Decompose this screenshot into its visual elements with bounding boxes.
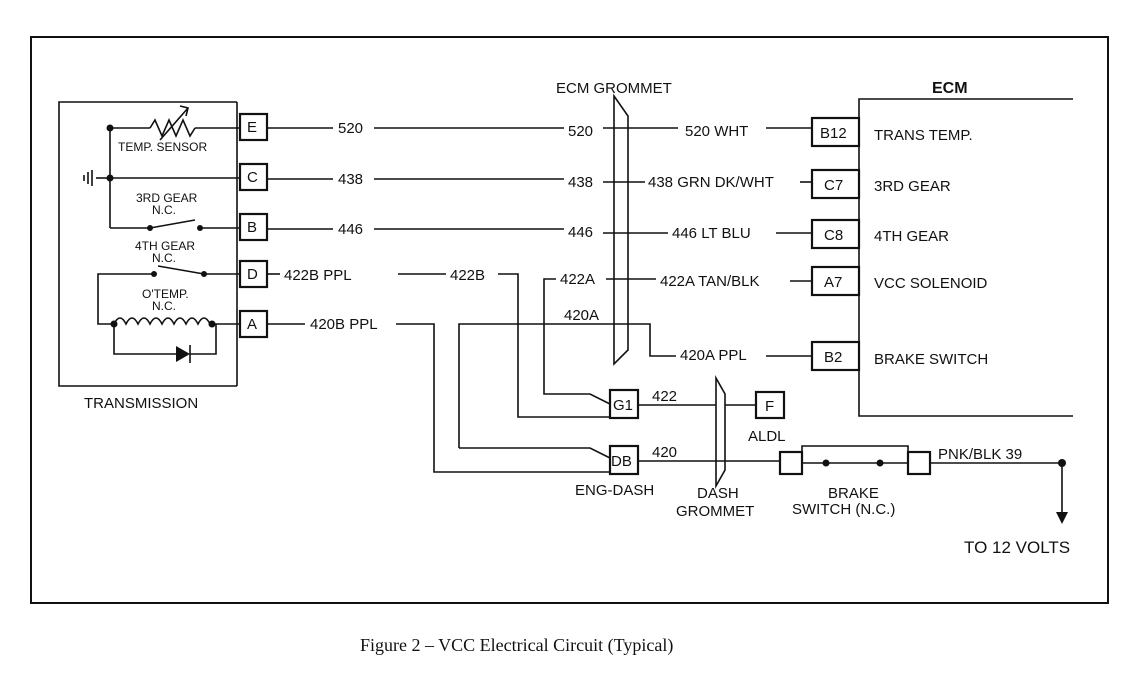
vcc-solenoid-coil bbox=[113, 317, 211, 326]
ecm-grommet-label: ECM GROMMET bbox=[556, 80, 672, 97]
transmission-label: TRANSMISSION bbox=[84, 395, 198, 412]
trans-pin-c bbox=[238, 162, 269, 192]
temp-sensor-resistor bbox=[149, 118, 196, 138]
ecm-pin-b12-label: B12 bbox=[820, 125, 847, 142]
wire-label-446-a: 446 bbox=[338, 221, 363, 238]
diagram-frame bbox=[30, 36, 1109, 604]
ecm-grommet bbox=[613, 93, 629, 366]
trans-pin-c-label: C bbox=[247, 169, 258, 186]
trans-pin-b-label: B bbox=[247, 219, 257, 236]
wire-label-422b: 422B bbox=[450, 267, 485, 284]
main-wiring bbox=[267, 127, 812, 473]
wire-label-438-a: 438 bbox=[338, 171, 363, 188]
figure-caption: Figure 2 – VCC Electrical Circuit (Typic… bbox=[360, 635, 673, 656]
ecm-pin-a7-label: A7 bbox=[824, 274, 842, 291]
trans-pin-b bbox=[238, 212, 269, 242]
trans-pin-e bbox=[238, 112, 269, 142]
wire-label-438-grn: 438 GRN DK/WHT bbox=[648, 174, 774, 191]
wire-label-422: 422 bbox=[652, 388, 677, 405]
aldl-label: ALDL bbox=[748, 428, 786, 445]
arrow-down-icon bbox=[1056, 512, 1068, 524]
wire-label-446-b: 446 bbox=[568, 224, 593, 241]
trans-pin-a bbox=[238, 309, 269, 339]
ecm-pin-b12 bbox=[810, 116, 861, 148]
wire-label-446-lt-blu: 446 LT BLU bbox=[672, 225, 751, 242]
fourth-gear-nc-label: N.C. bbox=[152, 251, 176, 265]
ecm-pin-c8-label: C8 bbox=[824, 227, 843, 244]
transmission-connector: E C B D A bbox=[238, 112, 269, 339]
wire-label-420b-ppl: 420B PPL bbox=[310, 316, 378, 333]
fourth-gear-label: 4TH GEAR bbox=[135, 239, 195, 253]
trans-pin-d bbox=[238, 259, 269, 289]
connector-db bbox=[608, 444, 640, 476]
ecm-function-vcc-solenoid: VCC SOLENOID bbox=[874, 275, 988, 292]
trans-pin-a-label: A bbox=[247, 316, 257, 333]
wire-label-520-b: 520 bbox=[568, 123, 593, 140]
connector-g1-label: G1 bbox=[613, 397, 633, 414]
wire-label-420a-ppl: 420A PPL bbox=[680, 347, 747, 364]
dash-grommet bbox=[715, 374, 726, 490]
diode-symbol bbox=[176, 346, 190, 362]
wire-label-520-a: 520 bbox=[338, 120, 363, 137]
third-gear-label: 3RD GEAR bbox=[136, 191, 198, 205]
wire-label-422a: 422A bbox=[560, 271, 595, 288]
transmission-box bbox=[58, 101, 237, 387]
ecm-pin-c7-label: C7 bbox=[824, 177, 843, 194]
ecm-pin-b2-label: B2 bbox=[824, 349, 842, 366]
ecm-connector: B12 C7 C8 A7 B2 bbox=[810, 116, 861, 372]
dash-grommet-label-2: GROMMET bbox=[676, 503, 754, 520]
connector-f-label: F bbox=[765, 398, 774, 415]
ecm-function-3rd-gear: 3RD GEAR bbox=[874, 178, 951, 195]
brake-switch-label-2: SWITCH (N.C.) bbox=[792, 501, 895, 518]
wire-label-420a: 420A bbox=[564, 307, 599, 324]
ecm-function-4th-gear: 4TH GEAR bbox=[874, 228, 949, 245]
to-12-volts-label: TO 12 VOLTS bbox=[964, 538, 1070, 557]
ecm-pin-b2 bbox=[810, 340, 861, 372]
trans-pin-e-label: E bbox=[247, 119, 257, 136]
connector-g1 bbox=[608, 388, 640, 420]
ecm-pin-c8 bbox=[810, 218, 861, 250]
trans-pin-d-label: D bbox=[247, 266, 258, 283]
transmission-internal-wiring: TEMP. SENSOR 3RD GEAR N.C. 4TH GEAR N.C.… bbox=[83, 105, 240, 363]
temp-sensor-label: TEMP. SENSOR bbox=[118, 140, 207, 154]
connector-db-label: DB bbox=[611, 453, 632, 470]
ecm-function-trans-temp: TRANS TEMP. bbox=[874, 127, 973, 144]
ecm-label: ECM bbox=[932, 80, 968, 97]
wire-label-422b-ppl: 422B PPL bbox=[284, 267, 352, 284]
eng-dash-label: ENG-DASH bbox=[575, 482, 654, 499]
wire-label-520-wht: 520 WHT bbox=[685, 123, 748, 140]
otemp-label: O'TEMP. bbox=[142, 287, 189, 301]
dash-grommet-label-1: DASH bbox=[697, 485, 739, 502]
ecm-pin-c7 bbox=[810, 168, 861, 200]
wire-label-pnk-blk-39: PNK/BLK 39 bbox=[938, 446, 1022, 463]
wire-label-420: 420 bbox=[652, 444, 677, 461]
connector-f bbox=[754, 390, 786, 420]
otemp-nc-label: N.C. bbox=[152, 299, 176, 313]
wire-label-422a-tan-blk: 422A TAN/BLK bbox=[660, 273, 760, 290]
ecm-function-brake-switch: BRAKE SWITCH bbox=[874, 351, 988, 368]
ecm-pin-a7 bbox=[810, 265, 861, 297]
ecm-box bbox=[858, 98, 1073, 417]
wire-label-438-b: 438 bbox=[568, 174, 593, 191]
brake-switch-label-1: BRAKE bbox=[828, 485, 879, 502]
brake-switch bbox=[778, 445, 932, 476]
third-gear-nc-label: N.C. bbox=[152, 203, 176, 217]
